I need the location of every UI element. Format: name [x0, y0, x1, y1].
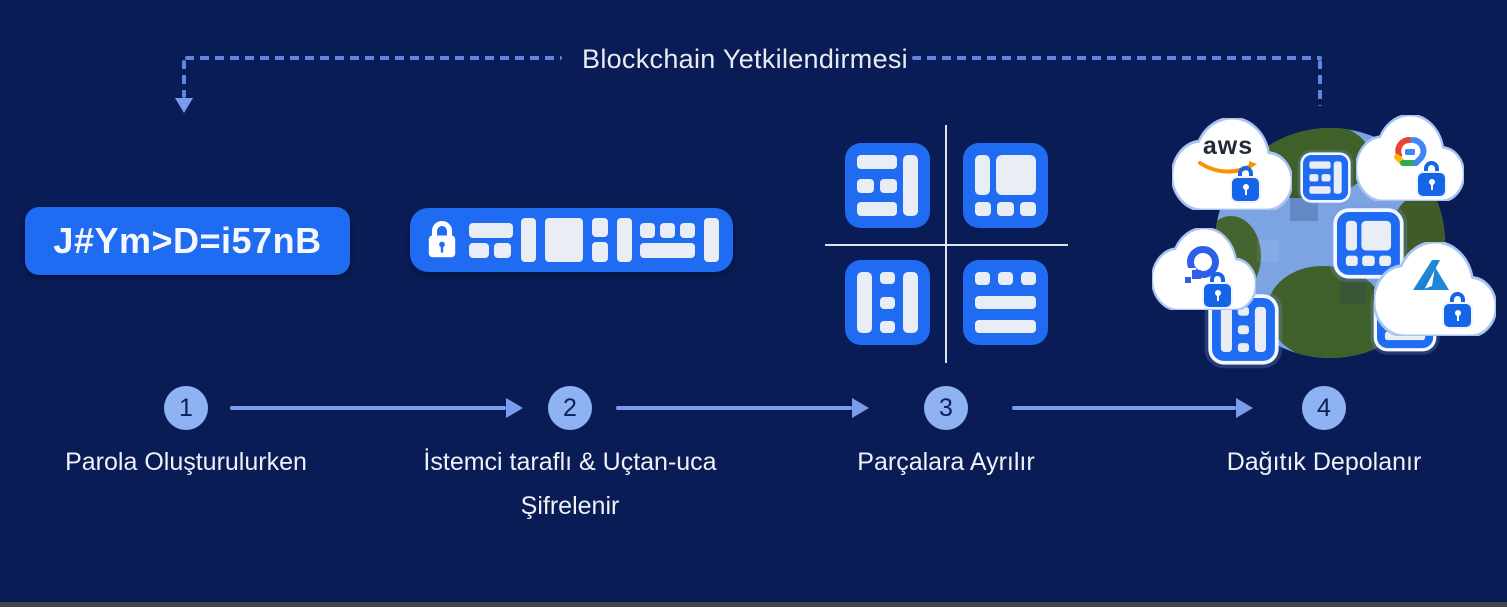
fragment-tile-1 [845, 143, 930, 228]
flow-arrow-1 [230, 406, 506, 410]
step-label-3: Parçalara Ayrılır [857, 448, 1035, 476]
step-label-4: Dağıtık Depolanır [1226, 448, 1422, 476]
cipher-chunk-group [591, 218, 608, 262]
lock-icon [1418, 161, 1445, 196]
step-circle-4: 4 [1302, 386, 1346, 430]
bottom-edge-strip [0, 602, 1507, 607]
digitalocean-cloud-icon [1152, 228, 1256, 310]
step-label-2-line2: Şifrelenir [520, 492, 620, 520]
cipher-chunk [703, 218, 719, 262]
step-circle-2: 2 [548, 386, 592, 430]
step-number: 4 [1317, 393, 1331, 422]
step-number: 1 [179, 393, 193, 422]
cipher-chunk-group [640, 222, 696, 258]
azure-logo [1413, 260, 1449, 290]
down-arrowhead-icon [175, 98, 193, 113]
flow-arrowhead-2 [852, 398, 869, 418]
encrypted-data-box [410, 208, 733, 272]
azure-cloud-icon [1374, 242, 1496, 336]
password-box: J#Ym>D=i57nB [25, 207, 350, 275]
cross-horizontal-line [825, 244, 1068, 246]
step-label-2: İstemci taraflı & Uçtan-uca [423, 448, 717, 476]
fragment-tile-4 [963, 260, 1048, 345]
aws-cloud-icon: aws [1172, 118, 1292, 210]
digitalocean-logo [1184, 246, 1224, 286]
fragment-tile-2 [963, 143, 1048, 228]
flow-arrowhead-3 [1236, 398, 1253, 418]
pixel-artifact [1257, 240, 1279, 262]
lock-icon [1204, 272, 1231, 307]
globe-fragment-tile-1 [1303, 155, 1349, 201]
flow-arrow-2 [616, 406, 852, 410]
diagram-title: Blockchain Yetkilendirmesi [582, 44, 908, 74]
cipher-chunk [521, 218, 537, 262]
cipher-chunk [545, 218, 584, 262]
step-circle-3: 3 [924, 386, 968, 430]
lock-icon [1232, 166, 1259, 201]
dashed-line-left [185, 56, 562, 60]
step-number: 2 [563, 393, 577, 422]
lock-icon [1444, 292, 1471, 327]
google-cloud-icon [1356, 115, 1464, 201]
fragment-tile-3 [845, 260, 930, 345]
cipher-chunk [616, 218, 632, 262]
dashed-line-right-vertical [1318, 60, 1322, 106]
flow-arrow-3 [1012, 406, 1236, 410]
dashed-line-left-vertical [182, 60, 186, 98]
google-cloud-logo [1394, 137, 1427, 166]
aws-logo-text: aws [1202, 132, 1254, 160]
step-circle-1: 1 [164, 386, 208, 430]
step-label-1: Parola Oluşturulurken [65, 448, 307, 476]
flow-arrowhead-1 [506, 398, 523, 418]
cipher-chunk-group [468, 222, 513, 258]
dashed-line-right [912, 56, 1322, 60]
lock-icon [428, 221, 456, 258]
globe-fragment-tile-2 [1337, 212, 1400, 275]
password-text: J#Ym>D=i57nB [53, 220, 322, 261]
pixel-artifact [1340, 278, 1366, 304]
step-number: 3 [939, 393, 953, 422]
